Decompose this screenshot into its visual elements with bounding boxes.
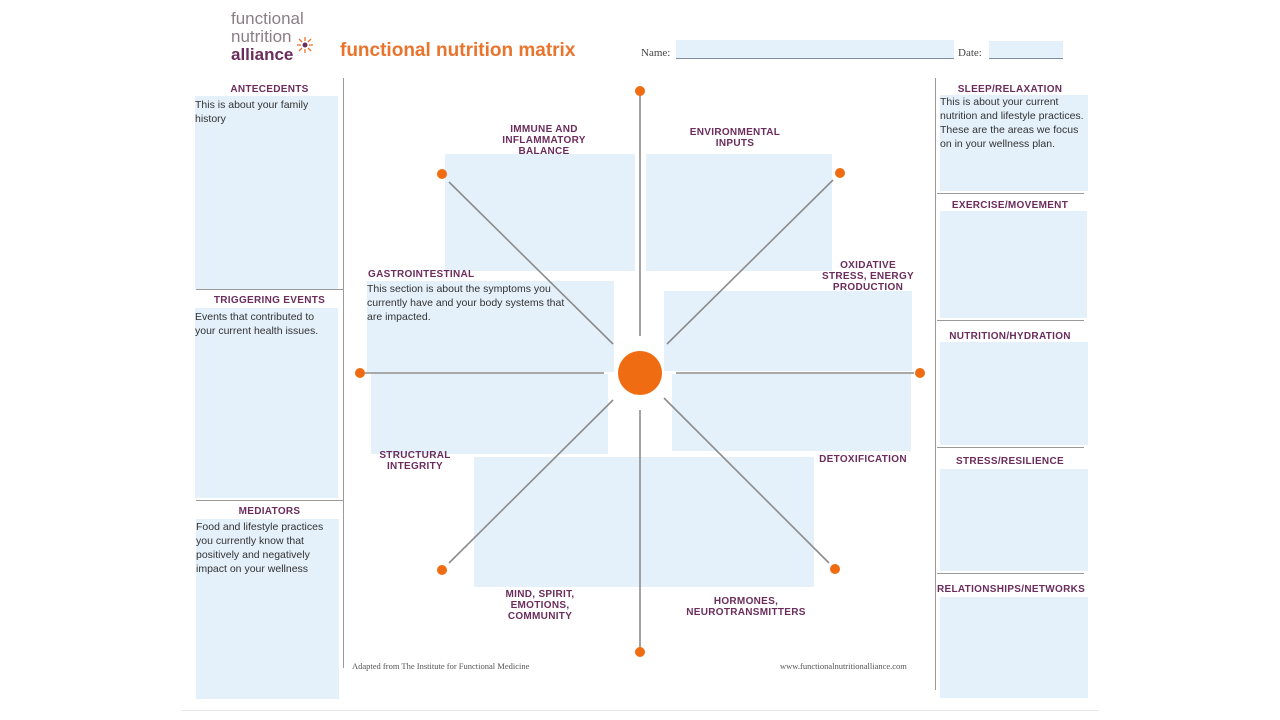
sleep-heading: SLEEP/RELAXATION [957, 84, 1063, 95]
node-bottom [635, 647, 645, 657]
mediators-box[interactable] [196, 519, 339, 699]
footer-url[interactable]: www.functionalnutritionalliance.com [780, 661, 907, 671]
nutrition-box[interactable] [940, 342, 1088, 445]
bottom-rule [182, 710, 1098, 711]
hormones-heading: HORMONES, NEUROTRANSMITTERS [686, 596, 806, 618]
node-left [355, 368, 365, 378]
node-bottom-right [830, 564, 840, 574]
structural-heading: STRUCTURAL INTEGRITY [379, 450, 451, 472]
node-right [915, 368, 925, 378]
node-top [635, 86, 645, 96]
detox-box[interactable] [672, 374, 911, 451]
antecedents-text: This is about your family history [195, 99, 309, 125]
node-top-right [835, 168, 845, 178]
mediators-heading: MEDIATORS [238, 506, 301, 517]
logo-line-1: functional [231, 9, 304, 28]
relationships-box[interactable] [940, 597, 1088, 698]
date-field[interactable] [989, 41, 1063, 59]
structural-box[interactable] [371, 374, 608, 454]
right-divider-2 [937, 320, 1084, 321]
relationships-heading: RELATIONSHIPS/NETWORKS [937, 584, 1086, 595]
spoke-top-left [448, 181, 614, 345]
environmental-heading: ENVIRONMENTAL INPUTS [689, 127, 781, 149]
gastro-heading: GASTROINTESTINAL [368, 269, 475, 280]
stress-box[interactable] [940, 469, 1088, 571]
left-divider-2 [196, 500, 343, 501]
right-column-divider [935, 78, 936, 690]
exercise-box[interactable] [940, 211, 1087, 318]
mind-heading: MIND, SPIRIT, EMOTIONS, COMMUNITY [505, 589, 575, 622]
right-divider-4 [937, 573, 1084, 574]
detox-heading: DETOXIFICATION [819, 454, 907, 465]
spoke-bottom-right [663, 397, 830, 564]
exercise-heading: EXERCISE/MOVEMENT [951, 200, 1069, 211]
immune-box[interactable] [445, 154, 635, 271]
gastro-box[interactable] [367, 281, 614, 372]
antecedents-box[interactable] [195, 96, 338, 289]
mind-hormones-box[interactable] [474, 457, 814, 587]
triggering-heading: TRIGGERING EVENTS [213, 295, 326, 306]
node-bottom-left [437, 565, 447, 575]
stress-heading: STRESS/RESILIENCE [956, 456, 1064, 467]
antecedents-heading: ANTECEDENTS [230, 84, 309, 95]
left-column-divider [343, 78, 344, 668]
sleep-text: This is about your current nutrition and… [940, 96, 1084, 150]
page-title: functional nutrition matrix [340, 40, 576, 61]
triggering-box[interactable] [195, 308, 338, 498]
name-field[interactable] [676, 40, 954, 59]
center-node [618, 351, 662, 395]
date-label: Date: [958, 47, 982, 59]
spoke-bottom-left [448, 399, 614, 564]
logo-spark-icon [297, 37, 313, 53]
sleep-box[interactable] [940, 95, 1088, 191]
mediators-text: Food and lifestyle practices you current… [196, 521, 324, 575]
node-top-left [437, 169, 447, 179]
left-divider-1 [196, 289, 343, 290]
nutrition-heading: NUTRITION/HYDRATION [949, 331, 1071, 342]
name-label: Name: [641, 47, 671, 59]
right-divider-1 [937, 193, 1084, 194]
oxidative-heading: OXIDATIVE STRESS, ENERGY PRODUCTION [822, 260, 914, 293]
immune-heading: IMMUNE AND INFLAMMATORY BALANCE [502, 124, 586, 157]
logo-line-3: alliance [231, 45, 294, 64]
triggering-text: Events that contributed to your current … [195, 311, 319, 337]
footer-credit: Adapted from The Institute for Functiona… [352, 661, 530, 671]
oxidative-box[interactable] [664, 291, 912, 371]
right-divider-3 [937, 447, 1084, 448]
gastro-text: This section is about the symptoms you c… [367, 283, 565, 323]
spoke-top-right [666, 179, 834, 345]
brand-logo: functional nutrition alliance [231, 9, 331, 64]
logo-line-2: nutrition [231, 27, 292, 46]
